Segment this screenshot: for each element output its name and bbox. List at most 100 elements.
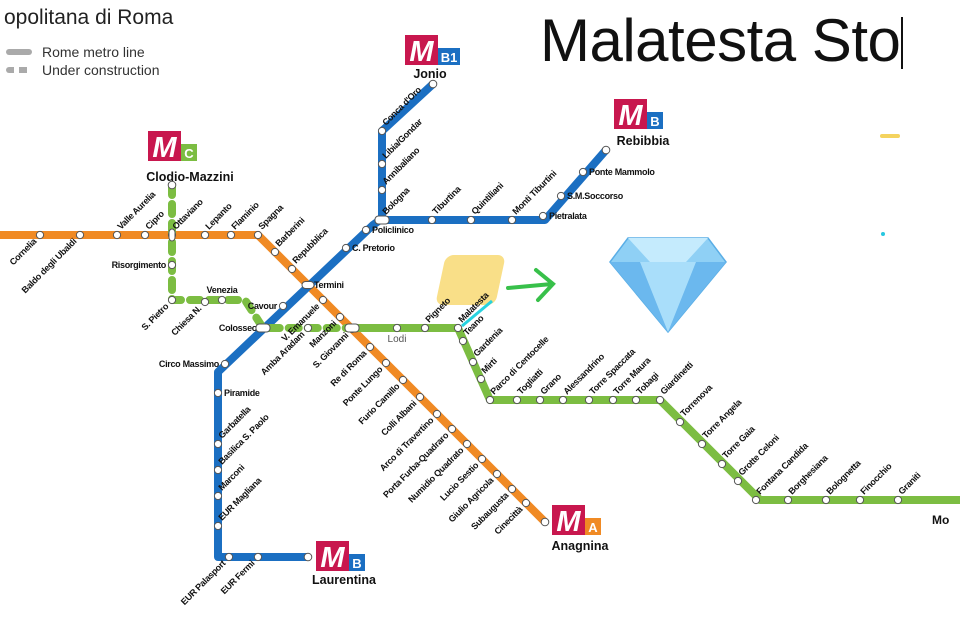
station-marker[interactable] [655, 395, 665, 405]
terminus-marker[interactable] [540, 517, 550, 527]
station-marker[interactable] [675, 417, 685, 427]
station-marker[interactable] [631, 395, 641, 405]
station-marker[interactable] [535, 395, 545, 405]
station-marker[interactable] [167, 295, 177, 305]
station[interactable]: Venezia [207, 285, 239, 305]
text-cursor [901, 17, 904, 69]
station[interactable]: Cavour [248, 301, 288, 311]
terminus-marker[interactable] [428, 79, 438, 89]
terminus-marker[interactable] [167, 180, 177, 190]
station-marker[interactable] [224, 552, 234, 562]
station-marker[interactable] [303, 323, 313, 333]
station-marker[interactable] [447, 424, 457, 434]
station-marker[interactable] [468, 357, 478, 367]
station-marker[interactable] [287, 264, 297, 274]
station-marker[interactable] [462, 439, 472, 449]
station-marker[interactable] [377, 159, 387, 169]
station-marker[interactable] [226, 230, 236, 240]
station[interactable]: S.M.Soccorso [556, 191, 624, 201]
station-marker[interactable] [270, 247, 280, 257]
station-marker[interactable] [415, 392, 425, 402]
station-marker[interactable] [893, 495, 903, 505]
station-marker[interactable] [783, 495, 793, 505]
station-marker[interactable] [521, 498, 531, 508]
station-marker[interactable] [453, 323, 463, 333]
station-marker[interactable] [361, 225, 371, 235]
station[interactable]: C. Pretorio [341, 243, 396, 253]
station-marker[interactable] [377, 126, 387, 136]
station-marker[interactable] [427, 215, 437, 225]
station-marker[interactable] [492, 469, 502, 479]
station-marker[interactable] [466, 215, 476, 225]
interchange-marker[interactable] [168, 228, 176, 242]
station[interactable]: Chiesa N. [169, 297, 210, 338]
terminus-marker[interactable] [303, 552, 313, 562]
station-label: Ponte Mammolo [589, 167, 655, 177]
station-marker[interactable] [733, 476, 743, 486]
station-marker[interactable] [377, 185, 387, 195]
station-marker[interactable] [140, 230, 150, 240]
station[interactable]: Circo Massimo [159, 359, 230, 369]
station-marker[interactable] [477, 454, 487, 464]
station[interactable]: Torrenova [675, 382, 715, 427]
station-marker[interactable] [584, 395, 594, 405]
station-marker[interactable] [365, 342, 375, 352]
station-marker[interactable] [717, 459, 727, 469]
station-marker[interactable] [253, 552, 263, 562]
station-marker[interactable] [556, 191, 566, 201]
station-marker[interactable] [507, 215, 517, 225]
station[interactable]: Ponte Mammolo [578, 167, 656, 177]
terminus-marker[interactable] [601, 145, 611, 155]
station[interactable]: Piramide [213, 388, 260, 398]
station-marker[interactable] [512, 395, 522, 405]
station-marker[interactable] [217, 295, 227, 305]
station-marker[interactable] [507, 484, 517, 494]
station-marker[interactable] [335, 312, 345, 322]
station-marker[interactable] [398, 375, 408, 385]
station-marker[interactable] [751, 495, 761, 505]
station-marker[interactable] [167, 260, 177, 270]
station-marker[interactable] [213, 388, 223, 398]
interchange-marker[interactable] [255, 323, 271, 333]
station-marker[interactable] [318, 295, 328, 305]
line-b [214, 147, 610, 561]
interchange-marker[interactable] [374, 215, 390, 225]
station[interactable]: Giardinetti [655, 360, 695, 405]
station-marker[interactable] [213, 439, 223, 449]
station[interactable]: Mirti [476, 356, 499, 384]
station-marker[interactable] [112, 230, 122, 240]
station-marker[interactable] [476, 374, 486, 384]
station[interactable]: Pietralata [538, 211, 588, 221]
station-marker[interactable] [420, 323, 430, 333]
station-marker[interactable] [485, 395, 495, 405]
station-marker[interactable] [253, 230, 263, 240]
station[interactable]: EUR Palasport [179, 552, 234, 607]
station-marker[interactable] [538, 211, 548, 221]
interchange-marker[interactable] [344, 323, 360, 333]
station-marker[interactable] [821, 495, 831, 505]
station[interactable]: Risorgimento [112, 260, 177, 270]
station-marker[interactable] [458, 336, 468, 346]
station-marker[interactable] [608, 395, 618, 405]
station-marker[interactable] [220, 359, 230, 369]
station-marker[interactable] [855, 495, 865, 505]
station-marker[interactable] [213, 521, 223, 531]
station-marker[interactable] [432, 409, 442, 419]
station-marker[interactable] [578, 167, 588, 177]
station[interactable]: S. Pietro [139, 295, 177, 332]
station-marker[interactable] [278, 301, 288, 311]
station-marker[interactable] [200, 297, 210, 307]
station-marker[interactable] [200, 230, 210, 240]
interchange-marker[interactable] [301, 281, 315, 289]
station[interactable]: Lodi [388, 323, 407, 345]
station-marker[interactable] [558, 395, 568, 405]
station-marker[interactable] [213, 465, 223, 475]
station[interactable]: Policlinico [361, 225, 415, 235]
station-marker[interactable] [35, 230, 45, 240]
station-marker[interactable] [392, 323, 402, 333]
station-marker[interactable] [697, 439, 707, 449]
station-marker[interactable] [75, 230, 85, 240]
station-marker[interactable] [341, 243, 351, 253]
station-marker[interactable] [213, 491, 223, 501]
station-marker[interactable] [381, 358, 391, 368]
